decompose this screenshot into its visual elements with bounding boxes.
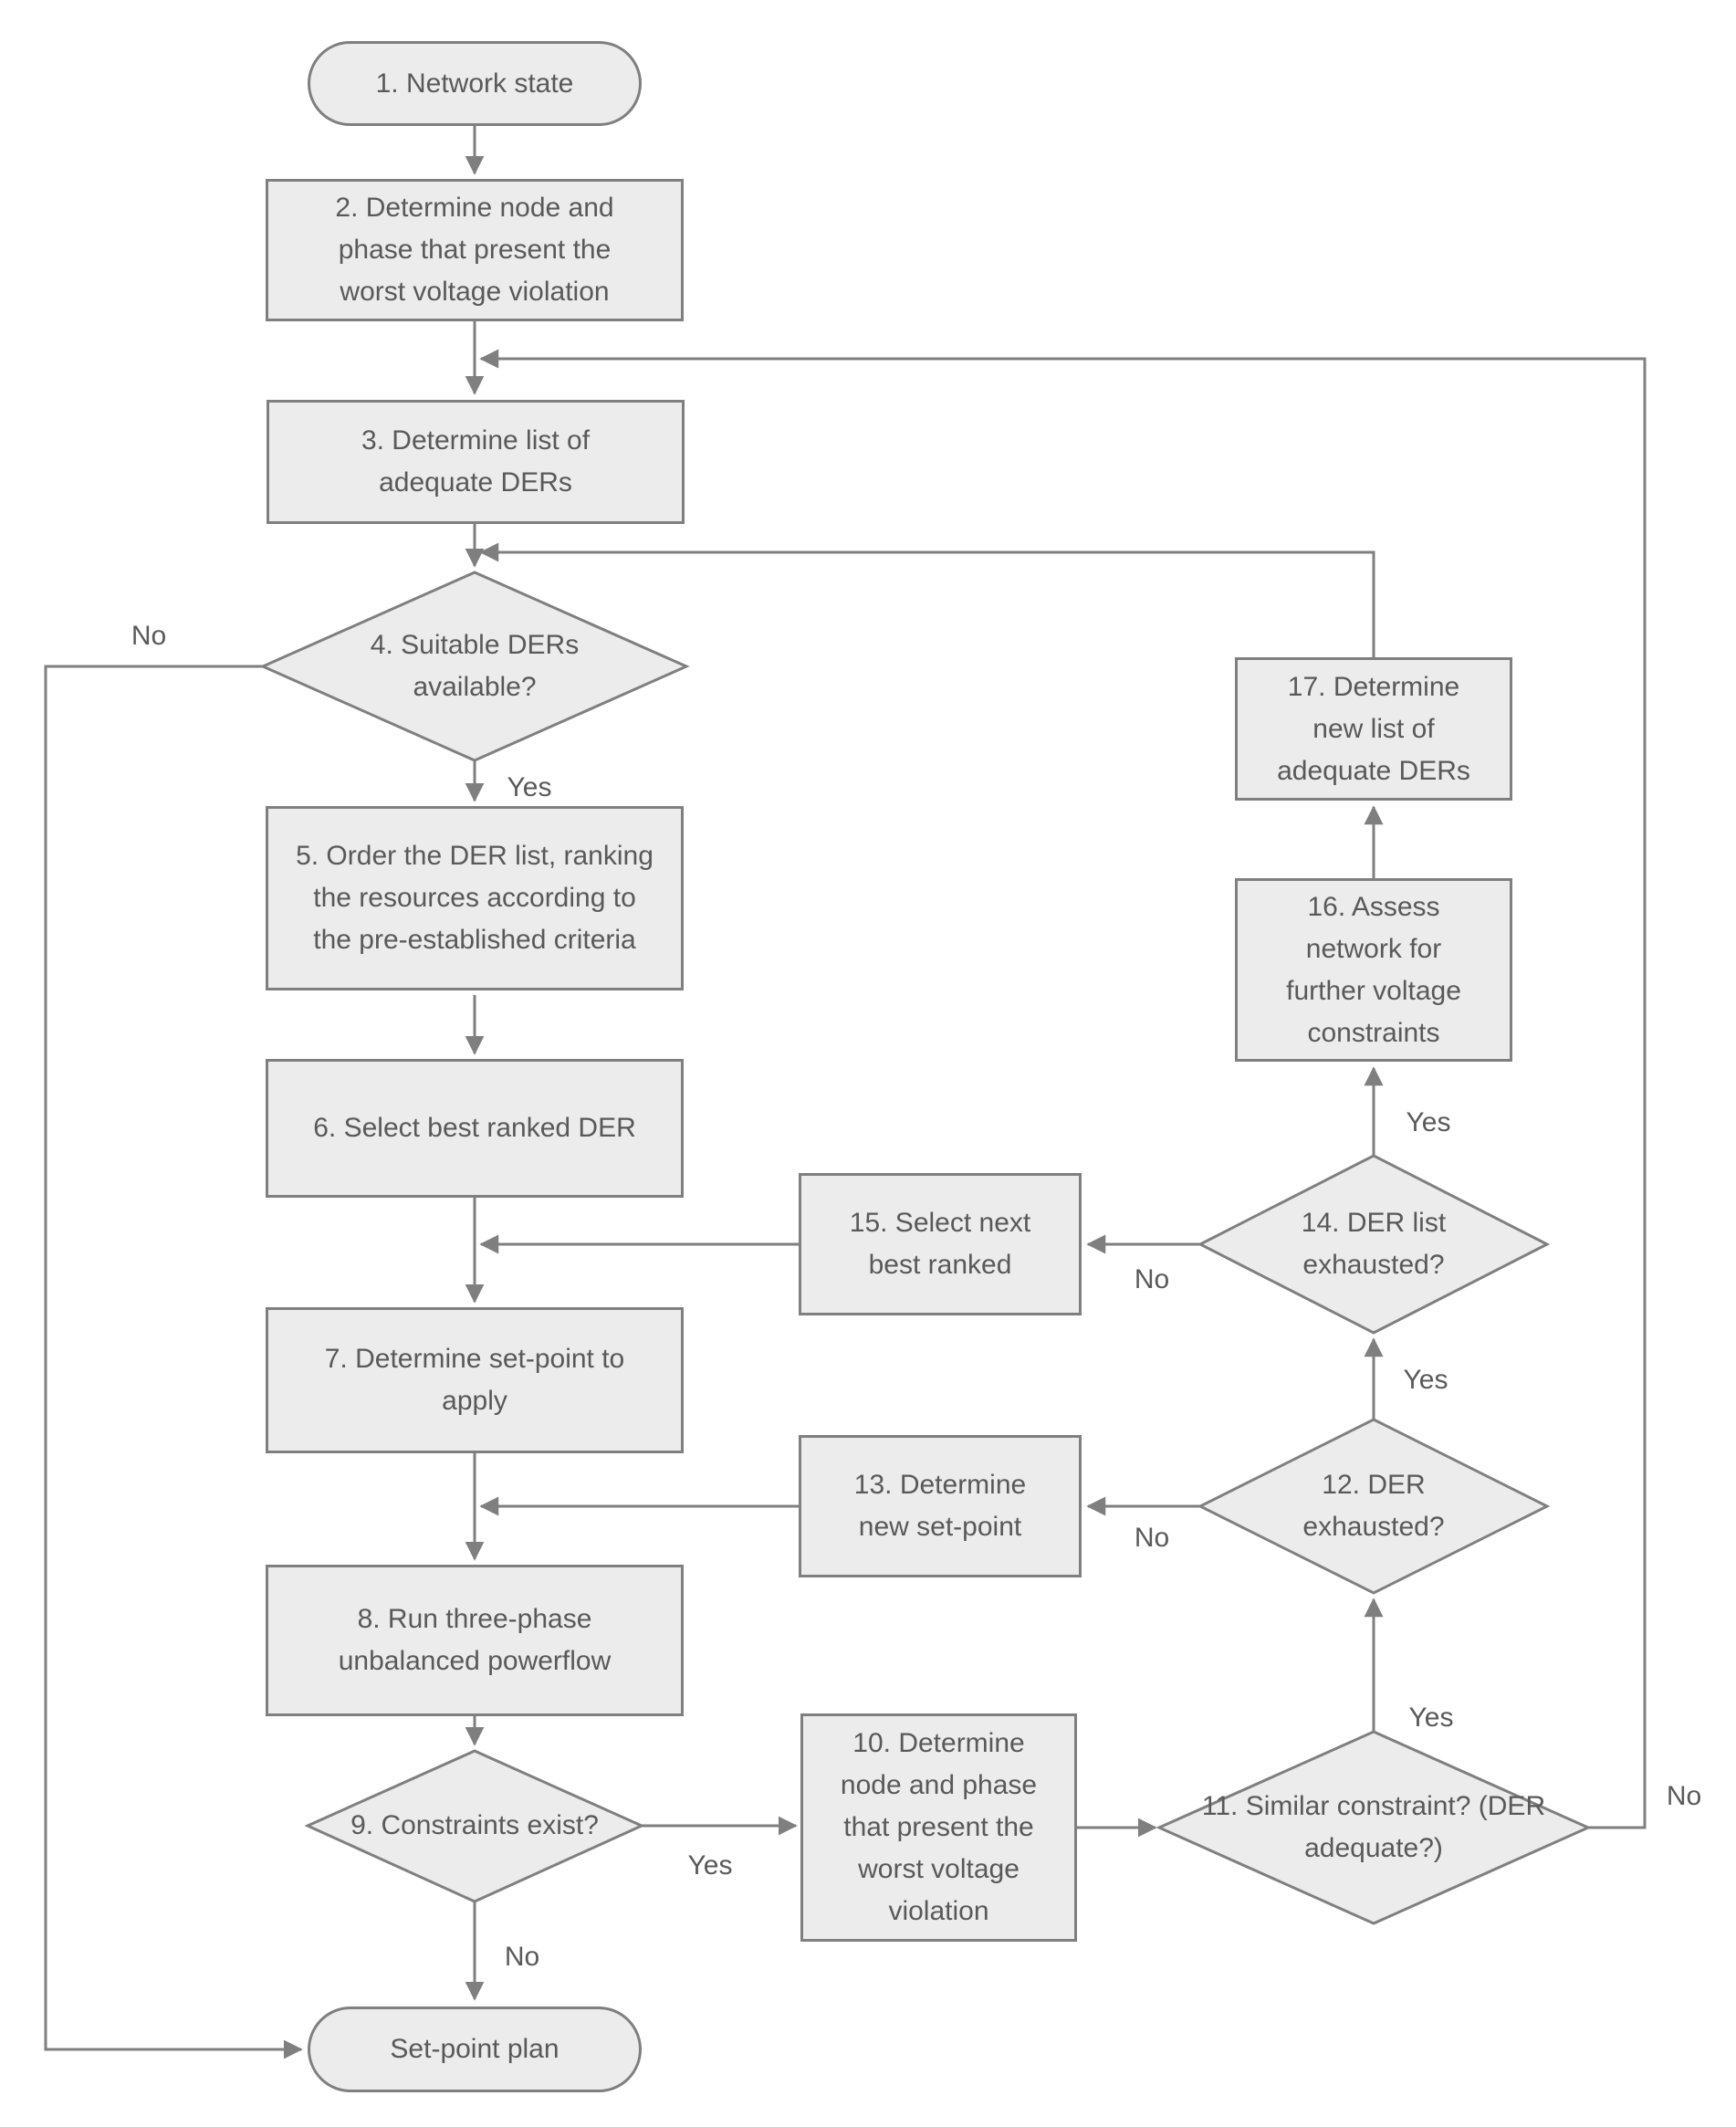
label-d4-no: No	[131, 621, 167, 651]
node-determine-der-list: 3. Determine list of adequate DERs	[267, 400, 685, 524]
node-order-der-list-label: 5. Order the DER list, ranking the resou…	[296, 841, 654, 955]
node-determine-worst-violation: 2. Determine node and phase that present…	[266, 179, 684, 321]
decision-der-list-exhausted-shape	[1197, 1154, 1551, 1335]
node-determine-worst-violation-2: 10. Determine node and phase that presen…	[800, 1713, 1077, 1942]
node-select-next-best-ranked: 15. Select next best ranked	[799, 1173, 1082, 1315]
node-determine-set-point: 7. Determine set-point to apply	[266, 1307, 684, 1453]
decision-der-list-exhausted-label: 14. DER list exhausted?	[1301, 1208, 1447, 1280]
decision-constraints-exist: 9. Constraints exist?	[338, 1766, 612, 1885]
decision-der-exhausted: 12. DER exhausted?	[1273, 1438, 1474, 1575]
node-select-next-best-ranked-label: 15. Select next best ranked	[849, 1208, 1031, 1280]
label-d11-no: No	[1666, 1781, 1702, 1811]
decision-suitable-ders-available: 4. Suitable DERs available?	[324, 593, 625, 739]
decision-similar-constraint-shape	[1156, 1730, 1592, 1925]
label-d12-no: No	[1134, 1523, 1170, 1553]
node-network-state-label: 1. Network state	[375, 68, 574, 99]
label-d4-yes: Yes	[507, 772, 552, 802]
node-determine-set-point-label: 7. Determine set-point to apply	[324, 1344, 625, 1416]
node-network-state: 1. Network state	[308, 41, 642, 126]
label-d12-yes: Yes	[1403, 1365, 1448, 1395]
node-run-powerflow-label: 8. Run three-phase unbalanced powerflow	[338, 1604, 612, 1676]
label-d9-yes: Yes	[687, 1850, 733, 1881]
decision-constraints-exist-label: 9. Constraints exist?	[350, 1810, 599, 1840]
node-assess-network-label: 16. Assess network for further voltage c…	[1286, 891, 1461, 1048]
node-determine-worst-violation-2-label: 10. Determine node and phase that presen…	[840, 1728, 1038, 1926]
node-determine-new-set-point: 13. Determine new set-point	[799, 1435, 1082, 1577]
node-select-best-ranked-der: 6. Select best ranked DER	[266, 1059, 684, 1198]
decision-suitable-ders-available-shape	[259, 571, 690, 762]
node-assess-network: 16. Assess network for further voltage c…	[1235, 878, 1512, 1062]
decision-constraints-exist-shape	[304, 1749, 645, 1903]
edge-d4-no-to-end	[44, 665, 303, 2059]
node-determine-new-der-list: 17. Determine new list of adequate DERs	[1235, 657, 1512, 801]
decision-suitable-ders-available-label: 4. Suitable DERs available?	[370, 630, 580, 702]
decision-der-list-exhausted: 14. DER list exhausted?	[1264, 1176, 1483, 1313]
node-order-der-list: 5. Order the DER list, ranking the resou…	[266, 806, 684, 990]
decision-similar-constraint-label: 11. Similar constraint? (DER adequate?)	[1201, 1791, 1546, 1863]
node-determine-worst-violation-label: 2. Determine node and phase that present…	[335, 193, 614, 307]
node-select-best-ranked-der-label: 6. Select best ranked DER	[313, 1113, 636, 1143]
label-d14-no: No	[1134, 1264, 1170, 1294]
node-determine-new-der-list-label: 17. Determine new list of adequate DERs	[1277, 671, 1470, 786]
node-set-point-plan: Set-point plan	[308, 2007, 642, 2092]
label-d11-yes: Yes	[1408, 1703, 1454, 1733]
decision-similar-constraint: 11. Similar constraint? (DER adequate?)	[1182, 1755, 1565, 1901]
node-determine-der-list-label: 3. Determine list of adequate DERs	[361, 425, 591, 498]
node-run-powerflow: 8. Run three-phase unbalanced powerflow	[266, 1565, 684, 1716]
node-set-point-plan-label: Set-point plan	[390, 2034, 559, 2064]
label-d14-yes: Yes	[1406, 1107, 1451, 1137]
decision-der-exhausted-shape	[1197, 1418, 1551, 1595]
edge-n17-loop-to-d4	[479, 542, 1375, 657]
decision-der-exhausted-label: 12. DER exhausted?	[1302, 1470, 1445, 1542]
edge-d11-no-loop-to-n3	[479, 349, 1647, 1829]
node-determine-new-set-point-label: 13. Determine new set-point	[853, 1470, 1027, 1542]
label-d9-no: No	[504, 1942, 540, 1972]
